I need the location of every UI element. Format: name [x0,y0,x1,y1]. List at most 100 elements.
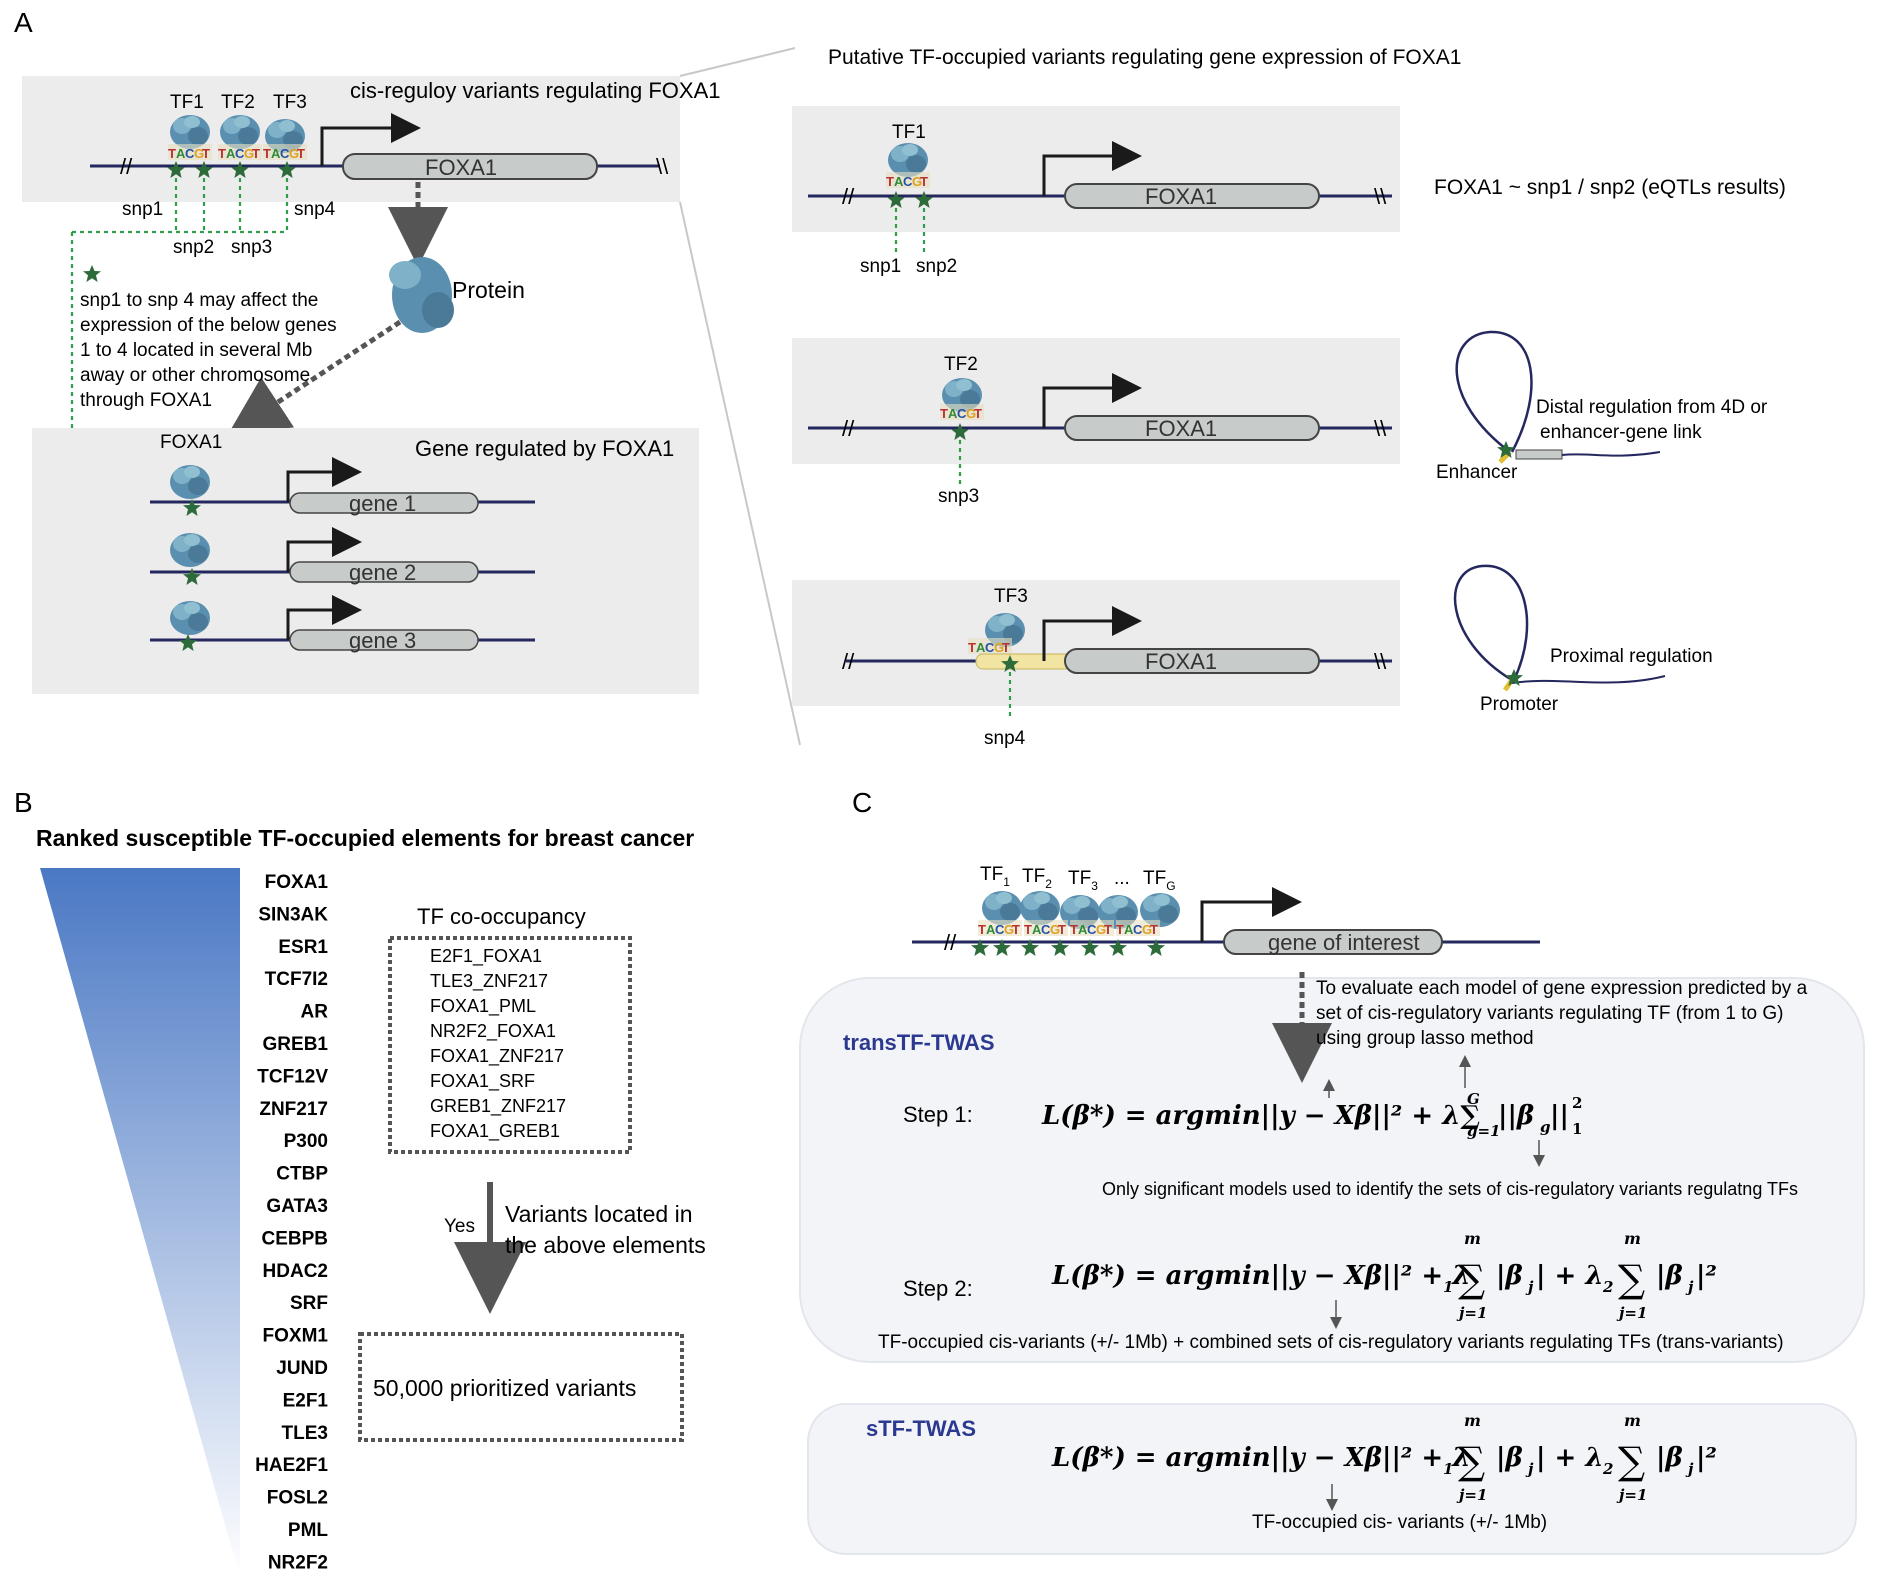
svg-text:g=1: g=1 [1467,1122,1501,1140]
break-mark-right: \\ [656,154,669,179]
cooc-item: GREB1_ZNF217 [430,1096,566,1117]
eqtl-note: FOXA1 ~ snp1 / snp2 (eQTLs results) [1434,176,1786,199]
ranked-tf-item: SIN3AK [258,904,328,925]
svg-text:j=1: j=1 [1616,1304,1647,1322]
tf3-row-box [792,580,1400,706]
step1-equation: L(β*) = argmin||y − Xβ||² + λ∑ G g=1 ||β… [1041,1090,1582,1140]
distal-note: Distal regulation from 4D or enhancer-ge… [1536,397,1773,443]
cis-regulatory-box [22,76,680,202]
enhancer-label: Enhancer [1436,462,1518,483]
svg-text:j: j [1525,1278,1534,1296]
tf-c-1: TF1 [980,864,1010,889]
protein-label: Protein [452,277,525,303]
tss-arrow [320,113,421,166]
gene-row-3: gene 3 [150,595,535,653]
stf-equation: L(β*) = argmin||y − Xβ||² + λ 1 ∑ m j=1 … [1051,1411,1717,1504]
tf-labels-c: TF1 TF2 TF3 ... TFG [980,864,1176,893]
snp-effect-note: snp1 to snp 4 may affect the expression … [80,290,342,411]
gene-row-2: gene 2 [150,527,535,585]
svg-text:∑: ∑ [1618,1439,1645,1483]
snp1-label: snp1 [122,199,163,220]
snp2-label: snp2 [173,237,214,258]
proximal-note: Proximal regulation [1550,646,1713,667]
svg-text:j: j [1685,1460,1694,1478]
svg-text:j=1: j=1 [1456,1304,1487,1322]
promoter-label: Promoter [1480,694,1559,715]
cooc-title: TF co-occupancy [417,904,586,929]
row2-gene-box [1064,415,1320,441]
svg-text:2: 2 [1572,1094,1582,1112]
svg-text:|²: |² [1696,1443,1717,1473]
svg-text:m: m [1464,1229,1481,1248]
row1-tf-label: TF1 [892,122,926,143]
svg-text:L(β*) = argmin||y − Xβ||² + λ∑: L(β*) = argmin||y − Xβ||² + λ∑ [1041,1101,1480,1131]
row2-motif-icon [940,404,984,421]
panel-c-label: C [852,787,872,818]
c-break-left: // [944,930,957,955]
ranked-tf-item: AR [301,1002,329,1023]
svg-text:j: j [1525,1460,1534,1478]
svg-text:m: m [1464,1411,1481,1430]
step1-label: Step 1: [903,1102,973,1127]
row1-break-right: \\ [1374,184,1387,209]
cooc-item: FOXA1_PML [430,996,536,1017]
tf-c-ellipsis: ... [1114,868,1130,889]
ranked-tf-item: ZNF217 [259,1099,328,1120]
row2-gene-label: FOXA1 [1145,416,1217,441]
ranked-tf-item: JUND [276,1358,328,1379]
svg-text:j=1: j=1 [1456,1486,1487,1504]
cooc-item: E2F1_FOXA1 [430,946,542,967]
ranked-tf-item: TCF12V [257,1066,328,1087]
tf-c-g: TFG [1143,868,1176,893]
only-significant-text: Only significant models used to identify… [1102,1179,1798,1199]
row1-tf-icon [888,143,928,177]
svg-text:|β: |β [1496,1261,1523,1291]
row1-snp1-label: snp1 [860,256,901,277]
svg-text:|β: |β [1656,1261,1683,1291]
row3-gene-box [1064,648,1320,674]
row1-gene-box [1064,183,1320,209]
cis-title: cis-reguloy variants regulating FOXA1 [350,78,721,103]
row3-tss-arrow [1042,606,1142,661]
motif-c-1-icon [978,920,1022,937]
cooc-item: FOXA1_ZNF217 [430,1046,564,1067]
svg-text:1: 1 [1572,1120,1582,1138]
ranked-tf-item: ESR1 [278,937,328,958]
tf-c-3: TF3 [1068,868,1098,893]
svg-text:| + λ: | + λ [1536,1261,1604,1291]
row3-motif-icon [968,638,1012,655]
ranked-tf-item: TCF7I2 [265,969,328,990]
protein-binding-arrow [227,319,402,436]
svg-text:|β: |β [1496,1443,1523,1473]
row2-break-left: // [842,416,855,441]
gene-2-label: gene 2 [349,560,416,585]
svg-text:L(β*) = argmin||y − Xβ||² + λ: L(β*) = argmin||y − Xβ||² + λ [1051,1261,1470,1291]
svg-text:∑: ∑ [1618,1257,1645,1301]
ranked-tf-item: HAE2F1 [255,1455,328,1476]
tf-c-2: TF2 [1022,866,1052,891]
ranked-tf-item: HDAC2 [263,1261,328,1282]
tf3-motif-icon [263,144,307,161]
ranked-tf-item: FOSL2 [267,1488,328,1509]
svg-text:m: m [1624,1229,1641,1248]
svg-text:j=1: j=1 [1616,1486,1647,1504]
ranked-tf-item: TLE3 [282,1423,328,1444]
ranked-tf-item: GREB1 [263,1034,329,1055]
tf-c-1-icon [982,891,1022,925]
tf2-motif-icon [218,144,262,161]
transtf-twas-box [799,977,1865,1363]
foxa1-gene-label: FOXA1 [425,155,497,180]
ranked-tf-item: FOXM1 [263,1326,329,1347]
tf1-motif-icon [168,144,212,161]
ranked-title: Ranked susceptible TF-occupied elements … [36,825,694,851]
panel-b-label: B [14,787,33,818]
stf-note: TF-occupied cis- variants (+/- 1Mb) [1252,1512,1547,1533]
break-mark-left: // [120,154,133,179]
ranked-tf-item: CEBPB [261,1228,328,1249]
tf2-label: TF2 [221,92,255,113]
ranked-tf-item: FOXA1 [265,872,329,893]
svg-text:1: 1 [1443,1278,1453,1296]
evaluate-text: To evaluate each model of gene expressio… [1316,978,1812,1049]
row3-break-left: // [842,649,855,674]
